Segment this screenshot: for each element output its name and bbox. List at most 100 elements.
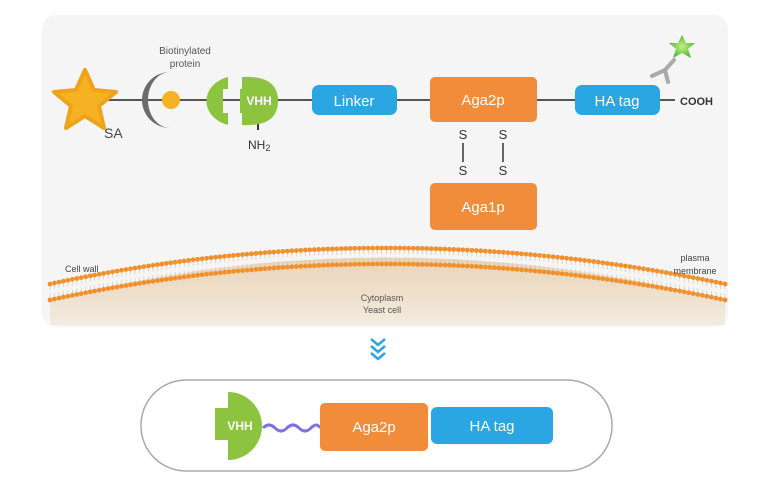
ha-tag-box — [575, 85, 660, 115]
lipid-head-inner — [105, 286, 111, 292]
lipid-head-outer — [370, 245, 376, 251]
lipid-head-inner — [199, 272, 205, 278]
lipid-head-outer — [568, 256, 574, 262]
lipid-head-inner — [284, 264, 290, 270]
lipid-head-inner — [154, 278, 160, 284]
lipid-head-inner — [496, 265, 502, 271]
lipid-head-inner — [114, 284, 120, 290]
lipid-head-outer — [96, 271, 102, 277]
linker-label: Linker — [334, 93, 375, 110]
lipid-head-inner — [510, 266, 515, 272]
lipid-head-outer — [141, 264, 147, 270]
lipid-head-inner — [74, 292, 80, 297]
lipid-head-inner — [123, 283, 129, 288]
crescent-icon — [142, 72, 170, 128]
lipid-head-inner — [559, 271, 565, 277]
lipid-head-inner — [401, 261, 407, 267]
bottom-aga2p-label: Aga2p — [352, 419, 395, 436]
lipid-head-inner — [222, 269, 227, 275]
lipid-head-inner — [329, 262, 335, 268]
biotinylated-label: Biotinylated — [159, 46, 211, 57]
lipid-head-inner — [415, 261, 421, 267]
lipid-head-inner — [632, 280, 637, 286]
lipid-head-inner — [186, 273, 192, 279]
lipid-head-inner — [636, 281, 642, 287]
lipid-head-outer — [365, 245, 371, 251]
lipid-head-outer — [298, 247, 304, 253]
chevron-down-icon — [370, 338, 386, 361]
lipid-head-inner — [406, 261, 412, 267]
lipid-head-inner — [92, 288, 98, 294]
lipid-head-outer — [226, 253, 232, 259]
lipid-head-outer — [302, 247, 308, 253]
lipid-head-inner — [208, 271, 214, 277]
lipid-head-outer — [591, 259, 597, 264]
lipid-head-outer — [119, 267, 124, 273]
lipid-head-inner — [428, 262, 434, 268]
biotin-icon — [162, 91, 180, 109]
lipid-head-outer — [87, 273, 93, 279]
lipid-head-outer — [709, 278, 714, 284]
lipid-head-inner — [392, 261, 398, 267]
lipid-head-outer — [541, 253, 547, 259]
lipid-head-inner — [280, 264, 286, 270]
lipid-head-outer — [177, 259, 183, 264]
lipid-head-inner — [119, 283, 124, 289]
lipid-head-outer — [519, 251, 524, 257]
lipid-head-outer — [275, 249, 281, 255]
lipid-head-inner — [424, 262, 430, 267]
lipid-head-inner — [577, 273, 583, 279]
lipid-head-outer — [532, 252, 538, 258]
lipid-head-outer — [334, 246, 340, 252]
lipid-head-inner — [47, 297, 53, 303]
lipid-head-outer — [154, 262, 160, 268]
lipid-head-inner — [52, 296, 57, 302]
lipid-head-outer — [388, 245, 394, 251]
lipid-head-inner — [217, 270, 223, 276]
lipid-head-inner — [307, 263, 313, 269]
bottom-ha-tag-label: HA tag — [469, 418, 514, 435]
lipid-head-outer — [271, 249, 277, 255]
lipid-head-outer — [392, 245, 398, 251]
lipid-head-outer — [546, 253, 551, 259]
lipid-head-outer — [704, 277, 710, 283]
lipid-head-outer — [240, 252, 245, 257]
lipid-head-inner — [541, 269, 547, 275]
aga1p-label: Aga1p — [461, 199, 504, 216]
lipid-head-outer — [663, 270, 669, 276]
lipid-head-inner — [482, 264, 488, 270]
lipid-head-inner — [433, 262, 439, 268]
fluorophore-star-icon — [669, 35, 695, 58]
lipid-head-inner — [101, 287, 107, 292]
bottom-aga2p-box — [320, 403, 428, 451]
lipid-head-outer — [645, 267, 651, 272]
lipid-head-outer — [686, 274, 692, 280]
lipid-head-inner — [69, 292, 75, 298]
bottom-ha-tag-box — [431, 407, 553, 444]
lipid-head-outer — [668, 271, 674, 276]
lipid-head-outer — [595, 259, 601, 265]
lipid-head-outer — [442, 246, 448, 252]
lipid-head-outer — [101, 271, 107, 276]
lipid-head-inner — [213, 270, 218, 276]
lipid-head-inner — [244, 267, 250, 273]
lipid-head-outer — [650, 267, 655, 273]
lipid-head-outer — [537, 252, 542, 258]
lipid-head-outer — [83, 274, 89, 280]
lipid-head-outer — [74, 276, 80, 281]
lipid-head-outer — [190, 257, 196, 263]
lipid-head-inner — [316, 263, 322, 268]
streptavidin-star-icon — [52, 68, 118, 130]
lipid-head-outer — [401, 245, 407, 251]
lipid-head-outer — [659, 269, 664, 275]
lipid-head-outer — [487, 248, 493, 254]
lipid-head-inner — [451, 263, 457, 268]
lipid-head-inner — [668, 287, 674, 292]
lipid-head-outer — [208, 255, 214, 261]
lipid-head-outer — [410, 245, 416, 251]
ha-tag-label: HA tag — [594, 93, 639, 110]
lipid-head-outer — [204, 255, 210, 261]
lipid-head-outer — [262, 250, 268, 256]
lipid-head-inner — [659, 285, 664, 291]
lipid-head-outer — [132, 265, 138, 271]
